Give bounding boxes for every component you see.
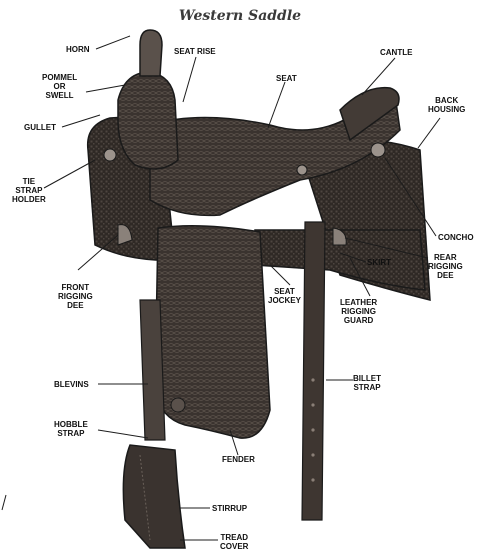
label-gullet: GULLET bbox=[24, 123, 56, 132]
billet-strap-shape bbox=[302, 222, 325, 520]
pommel-shape bbox=[118, 72, 178, 169]
edge-mark bbox=[2, 495, 6, 510]
stirrup-leather-shape bbox=[140, 300, 165, 440]
label-seat: SEAT bbox=[276, 74, 297, 83]
label-horn: HORN bbox=[66, 45, 90, 54]
concho-front bbox=[104, 149, 116, 161]
horn-shape bbox=[140, 30, 162, 76]
concho-back bbox=[371, 143, 385, 157]
label-seat-rise: SEAT RISE bbox=[174, 47, 216, 56]
fender-concho bbox=[171, 398, 185, 412]
label-fender: FENDER bbox=[222, 455, 255, 464]
label-cantle: CANTLE bbox=[380, 48, 412, 57]
stirrup-shape bbox=[123, 445, 185, 548]
concho-seat bbox=[297, 165, 307, 175]
label-blevins: BLEVINS bbox=[54, 380, 89, 389]
label-stirrup: STIRRUP bbox=[212, 504, 247, 513]
label-skirt: SKIRT bbox=[367, 258, 391, 267]
label-concho: CONCHO bbox=[438, 233, 474, 242]
